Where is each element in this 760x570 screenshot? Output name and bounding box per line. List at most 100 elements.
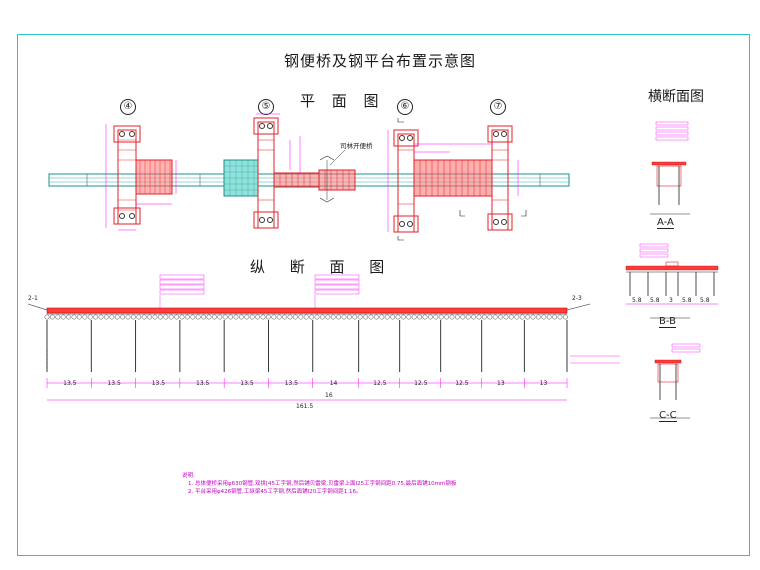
cross-section-cc — [650, 343, 701, 419]
truss-node — [71, 314, 77, 320]
long-section-approaches — [27, 303, 591, 370]
long-left-end: 2-1 — [28, 295, 38, 302]
plan-deck-segment — [273, 149, 356, 203]
truss-node — [336, 314, 341, 320]
truss-node — [314, 314, 320, 320]
axis-bubble-7: ⑦ — [490, 99, 506, 115]
axis-bubble-5: ⑤ — [258, 99, 274, 115]
truss-node — [395, 314, 401, 320]
truss-node — [211, 314, 217, 320]
truss-node — [190, 314, 196, 320]
long-section-annotations — [159, 274, 620, 364]
platform-axis-6-7 — [393, 125, 513, 233]
truss-node — [492, 314, 498, 320]
bb-dim-3: 3 — [669, 297, 673, 304]
truss-node — [141, 314, 147, 320]
cross-section-aa — [650, 121, 690, 215]
truss-node — [157, 314, 163, 320]
truss-node — [217, 314, 223, 320]
notes-line-1: 1. 总体便桥采用φ630钢管,双拼[45工字钢,然后铺贝雷梁,贝雷梁上面I25… — [188, 481, 457, 487]
truss-node — [184, 314, 190, 320]
truss-node — [422, 314, 428, 320]
truss-node — [465, 314, 471, 320]
truss-node — [147, 314, 153, 320]
section-marks-plan — [397, 118, 527, 241]
plan-dims-5 — [256, 113, 301, 175]
truss-node — [400, 314, 406, 320]
truss-node — [77, 314, 82, 320]
section-label-cc: C-C — [659, 410, 677, 422]
truss-node — [546, 314, 552, 320]
truss-node — [325, 314, 331, 320]
truss-node — [341, 314, 347, 320]
truss-node — [352, 314, 358, 320]
truss-node — [390, 314, 395, 320]
notes-line-2: 2. 平台采用φ426钢管,工纵梁45工字钢,然后面铺I20工字钢间距1.16。 — [188, 489, 362, 495]
truss-node — [330, 314, 336, 320]
truss-node — [244, 314, 250, 320]
truss-node — [109, 314, 115, 320]
span-dimension-label: 14 — [329, 380, 338, 387]
truss-node — [282, 314, 287, 320]
truss-node — [471, 314, 476, 320]
truss-node — [260, 314, 266, 320]
truss-node — [136, 314, 142, 320]
span-dimension-label: 12.5 — [455, 380, 469, 387]
span-dimension-label: 13.5 — [284, 380, 298, 387]
bb-dim-1: 5.8 — [632, 297, 642, 304]
truss-node — [265, 314, 271, 320]
truss-node — [298, 314, 304, 320]
span-dimension-label: 13.5 — [196, 380, 210, 387]
truss-node — [498, 314, 503, 320]
long-section-truss — [44, 314, 568, 320]
truss-node — [454, 314, 460, 320]
truss-node — [449, 314, 455, 320]
truss-node — [536, 314, 541, 320]
truss-node — [104, 314, 109, 320]
truss-node — [255, 314, 261, 320]
truss-node — [55, 314, 61, 320]
axis-bubble-4: ④ — [120, 99, 136, 115]
plan-view-label: 平 面 图 — [300, 92, 385, 110]
truss-node — [406, 314, 412, 320]
truss-node — [287, 314, 293, 320]
span-dimension-label: 13 — [497, 380, 505, 387]
truss-node — [460, 314, 466, 320]
truss-node — [530, 314, 536, 320]
truss-node — [557, 314, 563, 320]
truss-node — [87, 314, 93, 320]
truss-node — [125, 314, 131, 320]
truss-node — [195, 314, 201, 320]
truss-node — [66, 314, 72, 320]
bb-dim-5: 5.8 — [700, 297, 710, 304]
cross-section-label: 横断面图 — [648, 89, 704, 105]
truss-node — [444, 314, 449, 320]
span-dimension-label: 13.5 — [240, 380, 254, 387]
truss-node — [82, 314, 88, 320]
plan-dims-4 — [105, 124, 177, 231]
total-dimension: 161.5 — [296, 403, 314, 410]
span-dimension-label: 13.5 — [151, 380, 166, 387]
truss-node — [60, 314, 66, 320]
platform-axis-4 — [113, 125, 173, 225]
notes-heading: 说明: — [182, 473, 195, 479]
truss-node — [228, 314, 234, 320]
truss-node — [357, 314, 363, 320]
truss-node — [433, 314, 439, 320]
span-dimension-label: 13 — [539, 380, 548, 387]
truss-node — [563, 314, 568, 320]
truss-node — [373, 314, 379, 320]
span-dimension-label: 12.5 — [414, 380, 428, 387]
truss-node — [222, 314, 228, 320]
truss-node — [238, 314, 244, 320]
long-section-piles — [46, 320, 568, 372]
truss-node — [541, 314, 547, 320]
truss-node — [503, 314, 509, 320]
truss-node — [271, 314, 277, 320]
truss-node — [319, 314, 325, 320]
truss-node — [114, 314, 120, 320]
long-section-deck — [46, 307, 568, 315]
truss-node — [233, 314, 239, 320]
bb-dim-2: 5.8 — [650, 297, 660, 304]
truss-node — [206, 314, 212, 320]
